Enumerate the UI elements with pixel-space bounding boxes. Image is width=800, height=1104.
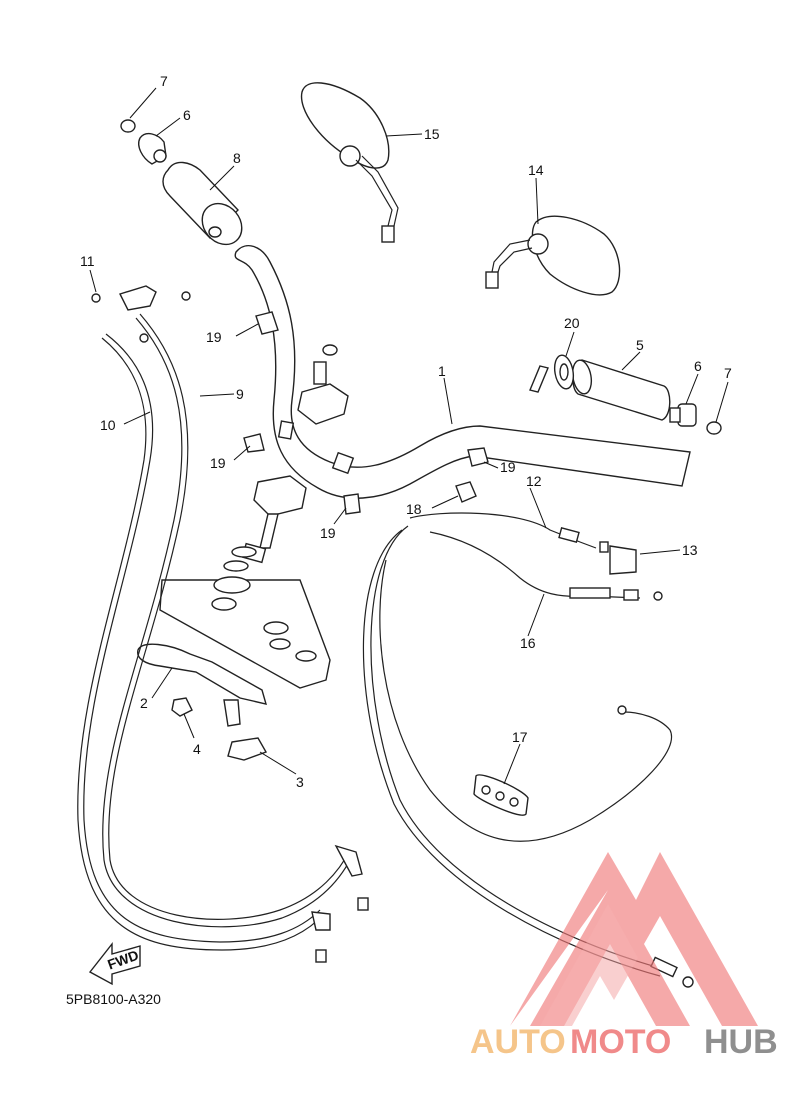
watermark-auto: AUTO — [470, 1023, 566, 1061]
callout-15: 15 — [385, 126, 440, 142]
part-number: 14 — [528, 162, 544, 178]
part-number: 13 — [682, 542, 698, 558]
diagram-code: 5PB8100-A320 — [66, 991, 161, 1007]
cable-clamp — [227, 737, 268, 761]
part-number: 4 — [193, 741, 201, 757]
cable-holder — [473, 774, 529, 816]
callout-3: 3 — [259, 751, 304, 790]
part-number: 8 — [233, 150, 241, 166]
clamps-19 — [243, 311, 489, 515]
upper-bracket — [159, 546, 331, 689]
part-number: 6 — [694, 358, 702, 374]
handlebar — [234, 244, 691, 499]
part-number: 7 — [724, 365, 732, 381]
watermark-moto: MOTO — [570, 1023, 671, 1061]
part-number: 3 — [296, 774, 304, 790]
part-number: 19 — [320, 525, 336, 541]
part-number: 6 — [183, 107, 191, 123]
part-number: 19 — [210, 455, 226, 471]
part-number: 9 — [236, 386, 244, 402]
part-number: 19 — [500, 459, 516, 475]
grip-right — [553, 354, 671, 421]
part-number: 7 — [160, 73, 168, 89]
callout-20: 20 — [564, 315, 580, 357]
part-number: 19 — [206, 329, 222, 345]
callout-19a: 19 — [206, 323, 259, 345]
handlebar-holder-upper — [297, 344, 349, 425]
watermark-hub: HUB — [704, 1023, 778, 1061]
callout-13: 13 — [639, 542, 698, 558]
callout-14: 14 — [528, 162, 544, 225]
part-number: 20 — [564, 315, 580, 331]
part-number: 2 — [140, 695, 148, 711]
callout-16: 16 — [520, 593, 545, 651]
part-number: 5 — [636, 337, 644, 353]
automotohub-logo — [510, 852, 758, 1026]
callout-12: 12 — [526, 473, 547, 529]
mirror-right — [485, 215, 621, 296]
callout-11: 11 — [80, 253, 97, 293]
mirror-left — [300, 82, 399, 243]
callout-10: 10 — [100, 411, 151, 433]
part-number: 17 — [512, 729, 528, 745]
callout-5: 5 — [621, 337, 644, 371]
callout-7b: 7 — [715, 365, 732, 423]
part-number: 11 — [80, 253, 95, 269]
clamp-18 — [455, 481, 477, 503]
part-number: 10 — [100, 417, 116, 433]
grip-left — [162, 161, 243, 246]
part-number: 16 — [520, 635, 536, 651]
callout-8: 8 — [209, 150, 241, 191]
callout-19d: 19 — [320, 507, 347, 541]
part-number: 12 — [526, 473, 542, 489]
lever-holder — [91, 285, 191, 343]
callout-4: 4 — [183, 713, 201, 757]
part-number: 18 — [406, 501, 422, 517]
cable-guide — [137, 643, 267, 727]
callout-17: 17 — [503, 729, 528, 785]
callout-1: 1 — [438, 363, 453, 425]
nut — [171, 697, 193, 717]
callout-18: 18 — [406, 495, 459, 517]
cable-ends-left — [311, 844, 369, 963]
callout-7a: 7 — [129, 73, 168, 119]
callout-6b: 6 — [685, 358, 702, 405]
fwd-arrow: FWD — [88, 941, 141, 986]
callout-6a: 6 — [155, 107, 191, 137]
part-number: 1 — [438, 363, 446, 379]
callout-2: 2 — [140, 667, 173, 711]
cable-16 — [379, 531, 673, 842]
cable-9 — [102, 313, 355, 928]
callout-19c: 19 — [483, 459, 516, 475]
cable-10 — [77, 333, 325, 951]
handlebar-holder-lower — [241, 475, 307, 564]
adjuster — [599, 541, 637, 575]
bar-end-weight-right — [669, 403, 722, 435]
callout-19b: 19 — [210, 445, 251, 471]
bar-end-weight-left — [120, 119, 167, 165]
part-number: 15 — [424, 126, 440, 142]
callout-9: 9 — [199, 386, 244, 402]
